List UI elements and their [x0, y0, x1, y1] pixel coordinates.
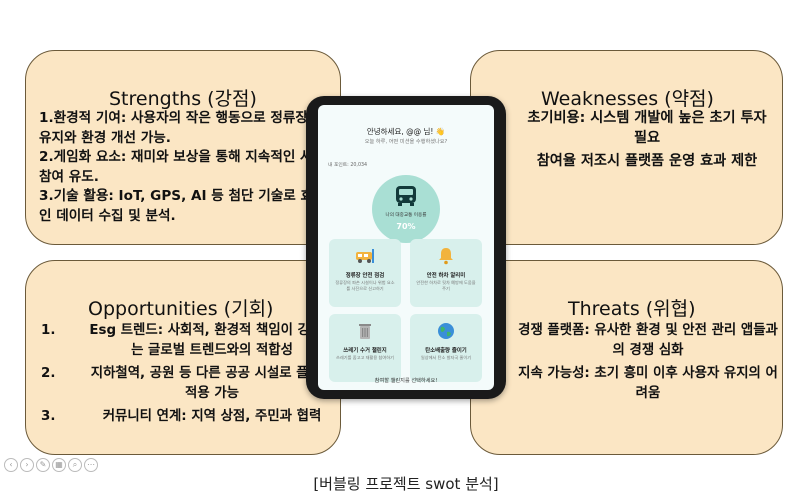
card-title: 안전 하차 알리미 — [426, 273, 466, 279]
item-number: 2. — [41, 366, 56, 381]
greeting-text: 안녕하세요, @@ 님! 👋 — [366, 127, 446, 136]
item-text: 경쟁 플랫폼: 유사한 환경 및 안전 관리 앱들과의 경쟁 심화 — [518, 323, 778, 358]
transit-usage-circle[interactable]: 나의 대중교통 이용률 70% — [372, 175, 440, 243]
bus-icon — [396, 186, 416, 206]
phone-mockup: 안녕하세요, @@ 님! 👋 오늘 하루, 어떤 미션을 수행하셨나요? 내 포… — [306, 96, 506, 399]
weaknesses-box: Weaknesses (약점) 1. 초기비용: 시스템 개발에 높은 초기 투… — [470, 50, 783, 245]
bell-icon — [439, 248, 453, 265]
challenge-card-carbon[interactable]: 탄소배출량 줄이기 일상에서 탄소 발자국 줄이기 — [410, 314, 482, 382]
item-text: Esg 트렌드: 사회적, 환경적 책임이 강조되는 글로벌 트렌드와의 적합성 — [89, 323, 335, 358]
card-desc: 일상에서 탄소 발자국 줄이기 — [420, 355, 472, 360]
threats-title: Threats (위협) — [568, 298, 696, 320]
opportunities-title: Opportunities (기회) — [88, 298, 274, 320]
opportunities-list: 1. Esg 트렌드: 사회적, 환경적 책임이 강조되는 글로벌 트렌드와의 … — [41, 321, 339, 431]
list-item: 1. 경쟁 플랫폼: 유사한 환경 및 안전 관리 앱들과의 경쟁 심화 — [483, 321, 779, 360]
card-title: 탄소배출량 줄이기 — [425, 348, 467, 354]
globe-icon — [438, 323, 454, 339]
card-desc: 쓰레기를 줍고고 재활용 참여하기 — [336, 355, 394, 360]
challenge-card-stop-safety[interactable]: 정류장 안전 점검 정류장의 파손 시설이나 위험 요소를 사진으로 신고하기 — [329, 239, 401, 307]
weaknesses-list: 1. 초기비용: 시스템 개발에 높은 초기 투자 필요 2. 참여율 저조시 … — [485, 109, 775, 176]
more-icon[interactable]: ⋯ — [84, 458, 98, 472]
opportunities-box: Opportunities (기회) 1. Esg 트렌드: 사회적, 환경적 … — [25, 260, 341, 455]
weaknesses-title: Weaknesses (약점) — [541, 88, 714, 110]
card-desc: 정류장의 파손 시설이나 위험 요소를 사진으로 신고하기 — [335, 280, 395, 291]
strengths-line: 1.환경적 기여: 사용자의 작은 행동으로 정류장 청결 유지와 환경 개선 … — [39, 110, 338, 146]
list-item: 2. 지속 가능성: 초기 흥미 이후 사용자 유지의 어려움 — [483, 364, 779, 403]
greeting-subtext: 오늘 하루, 어떤 미션을 수행하셨나요? — [364, 139, 448, 145]
strengths-title: Strengths (강점) — [109, 88, 257, 110]
card-title: 쓰레기 수거 챌린지 — [343, 348, 387, 354]
list-item: 3. 커뮤니티 연계: 지역 상점, 주민과 협력 — [41, 407, 339, 427]
strengths-line: 2.게임화 요소: 재미와 보상을 통해 지속적인 사용자 참여 유도. — [39, 149, 338, 185]
threats-list: 1. 경쟁 플랫폼: 유사한 환경 및 안전 관리 앱들과의 경쟁 심화 2. … — [483, 321, 779, 407]
challenge-card-trash[interactable]: 쓰레기 수거 챌린지 쓰레기를 줍고고 재활용 참여하기 — [329, 314, 401, 382]
threats-box: Threats (위협) 1. 경쟁 플랫폼: 유사한 환경 및 안전 관리 앱… — [470, 260, 783, 455]
list-item: 2. 지하철역, 공원 등 다른 공공 시설로 플랫폼 적용 가능 — [41, 364, 339, 403]
pen-icon[interactable]: ✎ — [36, 458, 50, 472]
select-challenge-prompt: 참여할 챌린지를 선택하세요! — [374, 378, 438, 384]
item-text: 참여율 저조시 플랫폼 운영 효과 제한 — [536, 153, 758, 169]
zoom-icon[interactable]: ⌕ — [68, 458, 82, 472]
bus-stop-icon — [356, 249, 374, 263]
item-text: 지하철역, 공원 등 다른 공공 시설로 플랫폼 적용 가능 — [90, 366, 334, 401]
strengths-text: 1.환경적 기여: 사용자의 작은 행동으로 정류장 청결 유지와 환경 개선 … — [39, 109, 339, 226]
usage-percentage: 70% — [396, 222, 416, 231]
item-text: 지속 가능성: 초기 흥미 이후 사용자 유지의 어려움 — [518, 366, 778, 401]
strengths-box: Strengths (강점) 1.환경적 기여: 사용자의 작은 행동으로 정류… — [25, 50, 341, 245]
item-text: 커뮤니티 연계: 지역 상점, 주민과 협력 — [102, 409, 322, 424]
circle-label: 나의 대중교통 이용률 — [385, 213, 427, 218]
item-number: 3. — [41, 409, 56, 424]
next-slide-icon[interactable]: › — [20, 458, 34, 472]
list-item: 2. 참여율 저조시 플랫폼 운영 효과 제한 — [485, 152, 775, 172]
list-item: 1. 초기비용: 시스템 개발에 높은 초기 투자 필요 — [485, 109, 775, 148]
card-title: 정류장 안전 점검 — [345, 273, 385, 279]
card-desc: 안전한 하차로 뒷차 예방에 도움을 주기 — [416, 280, 476, 291]
trash-bin-icon — [359, 324, 371, 339]
grid-icon[interactable]: ▦ — [52, 458, 66, 472]
list-item: 1. Esg 트렌드: 사회적, 환경적 책임이 강조되는 글로벌 트렌드와의 … — [41, 321, 339, 360]
item-number: 1. — [41, 323, 56, 338]
prev-slide-icon[interactable]: ‹ — [4, 458, 18, 472]
slide-toolbar: ‹ › ✎ ▦ ⌕ ⋯ — [4, 458, 98, 472]
slide-caption: [버블링 프로젝트 swot 분석] — [313, 475, 499, 493]
strengths-line: 3.기술 활용: IoT, GPS, AI 등 첨단 기술로 효율적인 데이터 … — [39, 188, 339, 224]
item-text: 초기비용: 시스템 개발에 높은 초기 투자 필요 — [527, 110, 767, 146]
app-screen: 안녕하세요, @@ 님! 👋 오늘 하루, 어떤 미션을 수행하셨나요? 내 포… — [318, 105, 494, 390]
points-label: 내 포인트: 20,034 — [328, 163, 368, 168]
challenge-card-safe-exit[interactable]: 안전 하차 알리미 안전한 하차로 뒷차 예방에 도움을 주기 — [410, 239, 482, 307]
